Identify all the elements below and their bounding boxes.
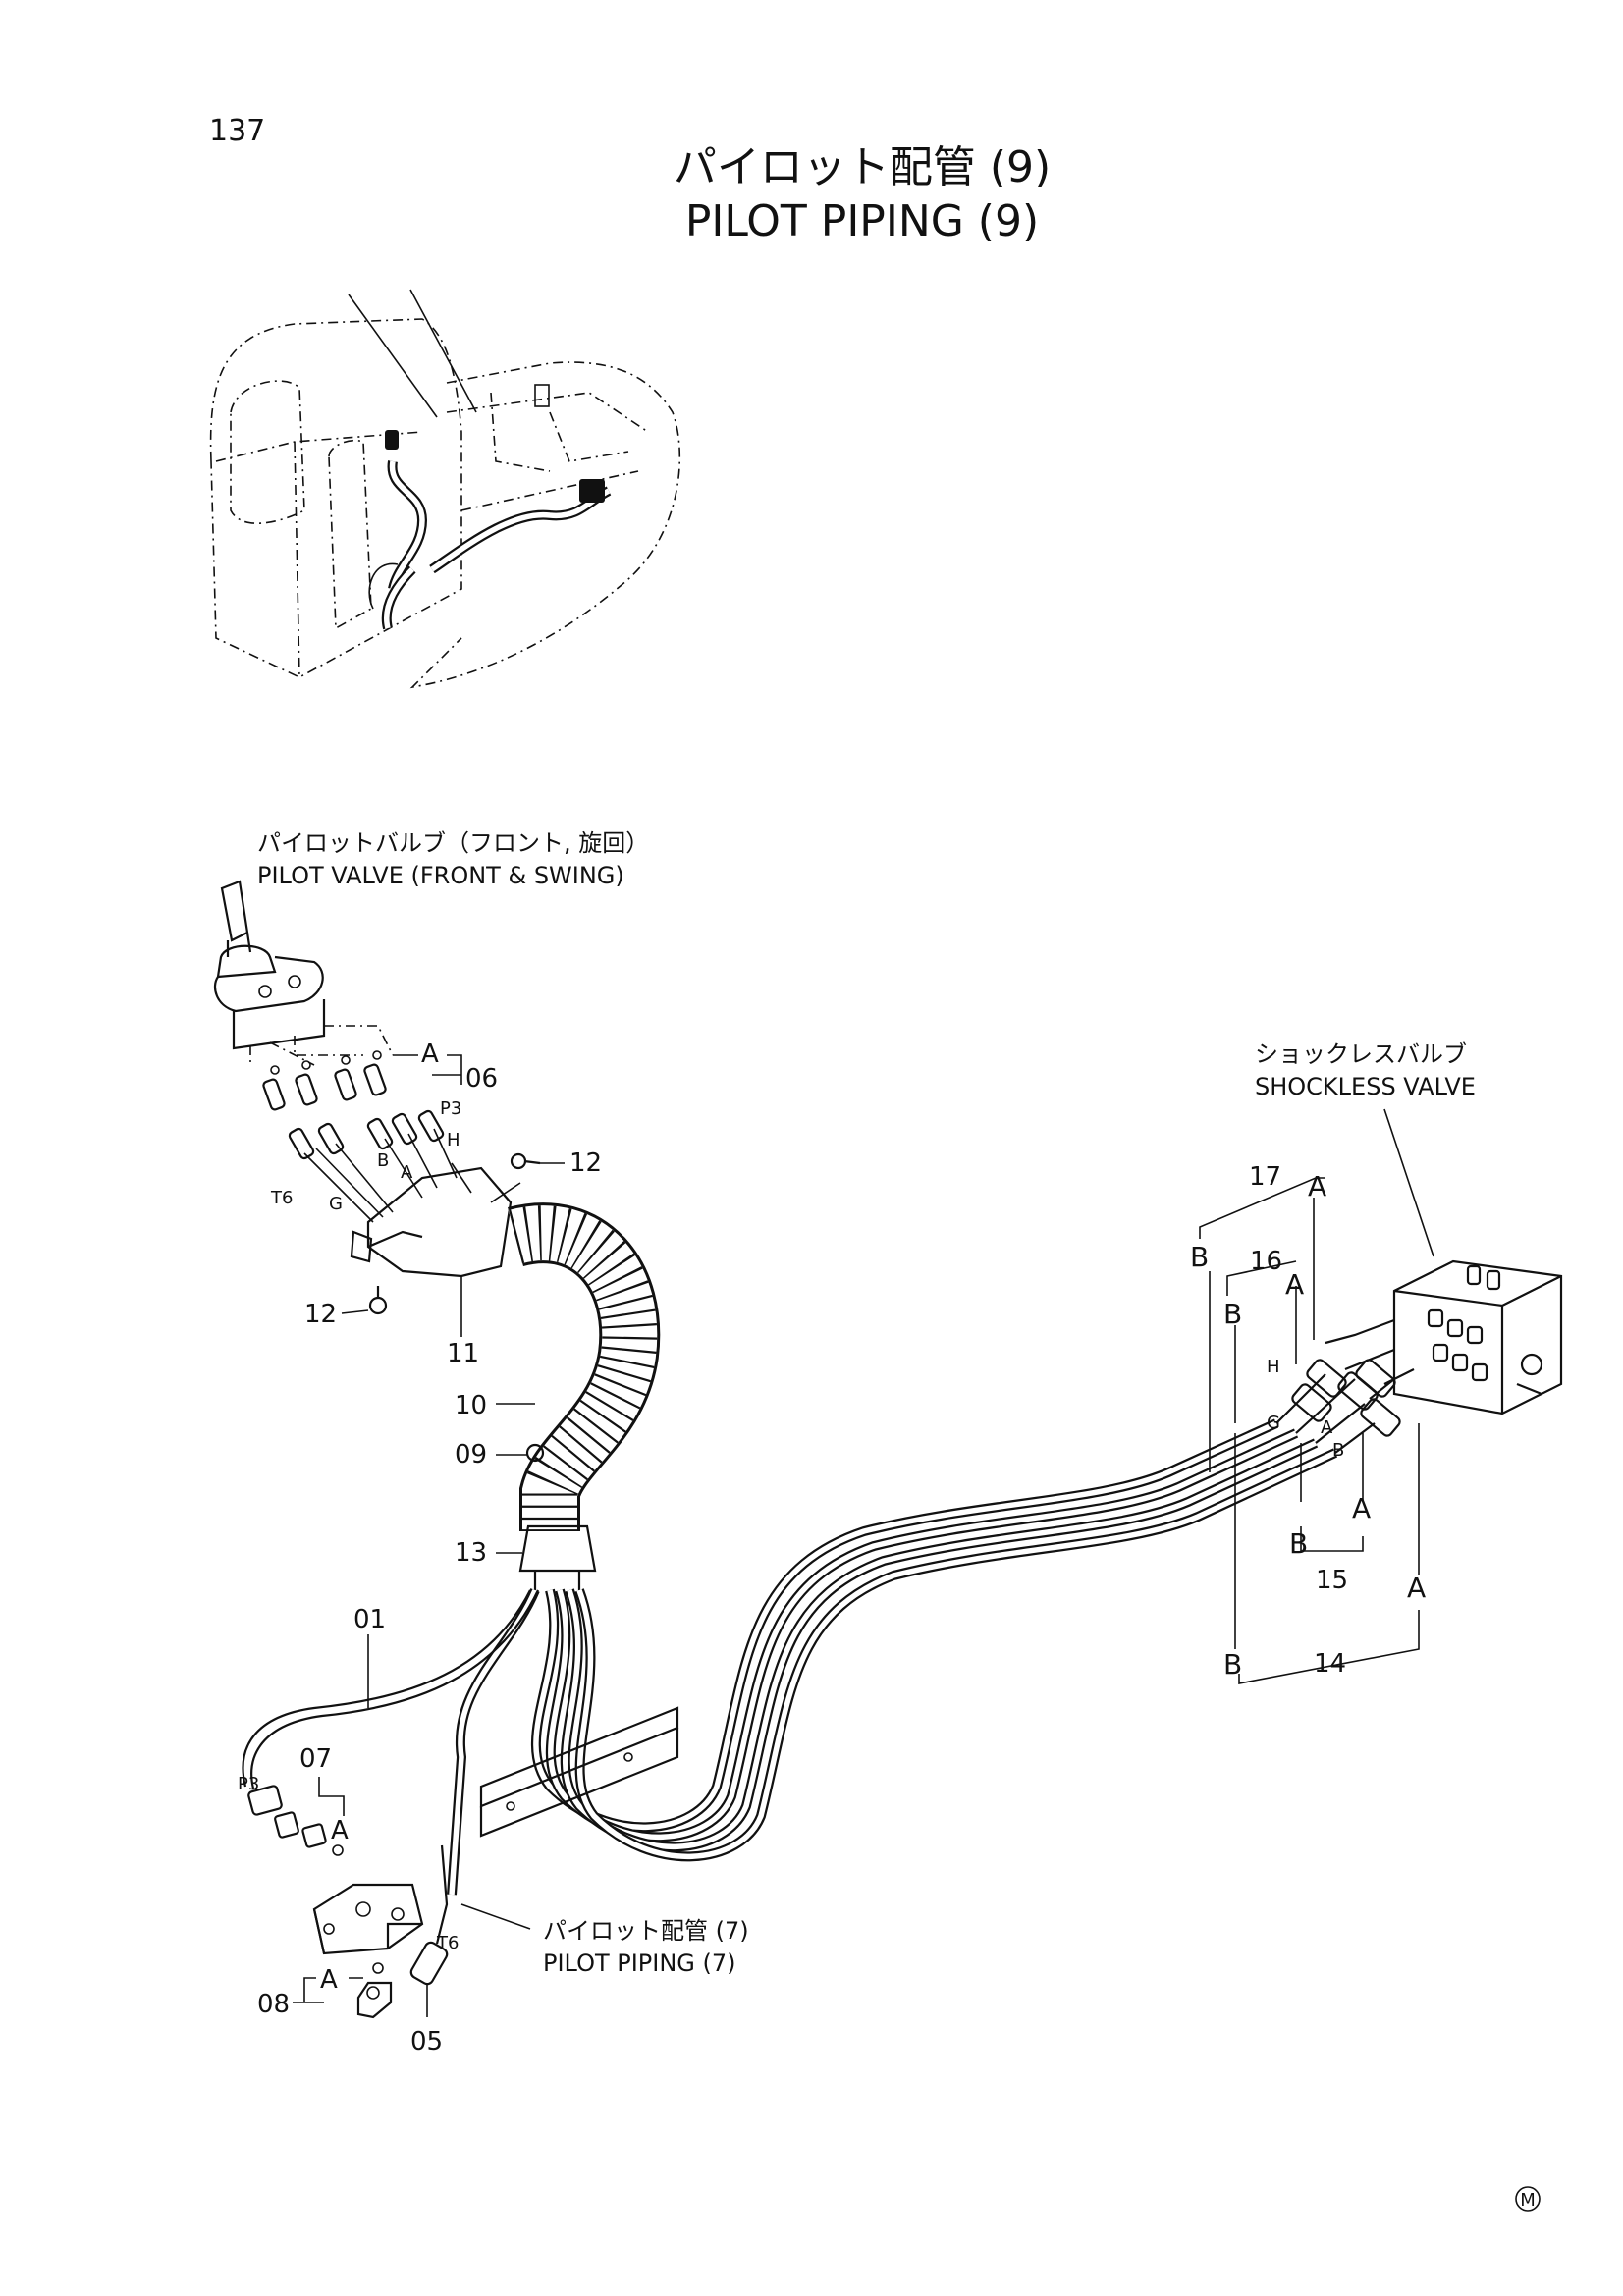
- label-B-14: B: [1223, 1648, 1242, 1681]
- pilot-piping-7-label-ja: パイロット配管 (7): [543, 1917, 749, 1945]
- port-label-B: B: [377, 1150, 389, 1171]
- part-13: 13: [455, 1538, 487, 1568]
- label-B-15: B: [1289, 1527, 1308, 1560]
- page-number: 137: [209, 114, 265, 148]
- part-17: 17: [1249, 1162, 1281, 1192]
- port-label-T6-top: T6: [270, 1188, 293, 1208]
- part-16: 16: [1250, 1247, 1282, 1276]
- leader-08: [293, 1977, 363, 2003]
- shockless-valve-label-ja: ショックレスバルブ: [1255, 1041, 1467, 1068]
- port-label-P3-bottom: P3: [238, 1774, 259, 1794]
- part-11: 11: [447, 1339, 479, 1368]
- leader-07: [318, 1777, 345, 1816]
- part-05: 05: [410, 2027, 443, 2056]
- title-english: PILOT PIPING (9): [685, 196, 1039, 246]
- pilot-valve-label-ja: パイロットバルブ（フロント, 旋回）: [257, 829, 649, 857]
- part-01: 01: [353, 1605, 386, 1634]
- corrugated-tube: [508, 1202, 661, 1590]
- manufacturer-mark: M: [1515, 2186, 1541, 2212]
- label-A-16: A: [1285, 1268, 1304, 1301]
- label-A-14: A: [1407, 1572, 1426, 1604]
- port-label-G-valve: G: [1267, 1413, 1280, 1433]
- part-12-bottom: 12: [304, 1300, 337, 1329]
- part-09: 09: [455, 1440, 487, 1469]
- pilot-valve-label-en: PILOT VALVE (FRONT & SWING): [257, 862, 624, 889]
- title-japanese: パイロット配管 (9): [674, 142, 1051, 192]
- port-label-H: H: [447, 1130, 460, 1150]
- pilot-piping-7-label-en: PILOT PIPING (7): [543, 1949, 736, 1977]
- label-A-08: A: [320, 1965, 338, 1995]
- label-A-17: A: [1308, 1170, 1326, 1202]
- label-A-15: A: [1352, 1492, 1371, 1524]
- part-15: 15: [1316, 1566, 1348, 1595]
- shockless-valve-label-en: SHOCKLESS VALVE: [1255, 1073, 1476, 1100]
- label-B-16: B: [1223, 1298, 1242, 1330]
- leader-06: [393, 1054, 462, 1085]
- leader-shockless-valve: [1383, 1108, 1434, 1257]
- part-07: 07: [299, 1744, 332, 1774]
- hose-bundle: [447, 1359, 1401, 1896]
- svg-text:M: M: [1520, 2190, 1536, 2211]
- pipe-01: [242, 1589, 531, 1788]
- part-06: 06: [465, 1064, 498, 1094]
- part-14: 14: [1314, 1649, 1346, 1679]
- port-label-A-valve: A: [401, 1162, 413, 1183]
- lower-valve-assembly: [247, 1785, 449, 2019]
- part-10: 10: [455, 1391, 487, 1420]
- leader-12b: [341, 1309, 369, 1314]
- pilot-valve-assembly: [213, 880, 541, 1315]
- label-A-07: A: [331, 1816, 349, 1845]
- label-B-17: B: [1190, 1241, 1209, 1273]
- part-12-top: 12: [569, 1148, 602, 1178]
- hose-callout-brackets: [1199, 1177, 1420, 1684]
- shockless-valve: [1325, 1259, 1563, 1415]
- port-label-A-hose: A: [1321, 1417, 1333, 1438]
- part-08: 08: [257, 1990, 290, 2019]
- port-label-B-hose: B: [1332, 1440, 1344, 1461]
- excavator-overview-illustration: [209, 289, 681, 689]
- port-label-P3-top: P3: [440, 1098, 461, 1119]
- label-A-06: A: [421, 1040, 439, 1069]
- leader-pilot-piping-7: [460, 1903, 531, 1930]
- port-label-T6-bottom: T6: [436, 1933, 459, 1953]
- port-label-H-valve: H: [1267, 1357, 1280, 1377]
- port-label-G: G: [329, 1194, 343, 1214]
